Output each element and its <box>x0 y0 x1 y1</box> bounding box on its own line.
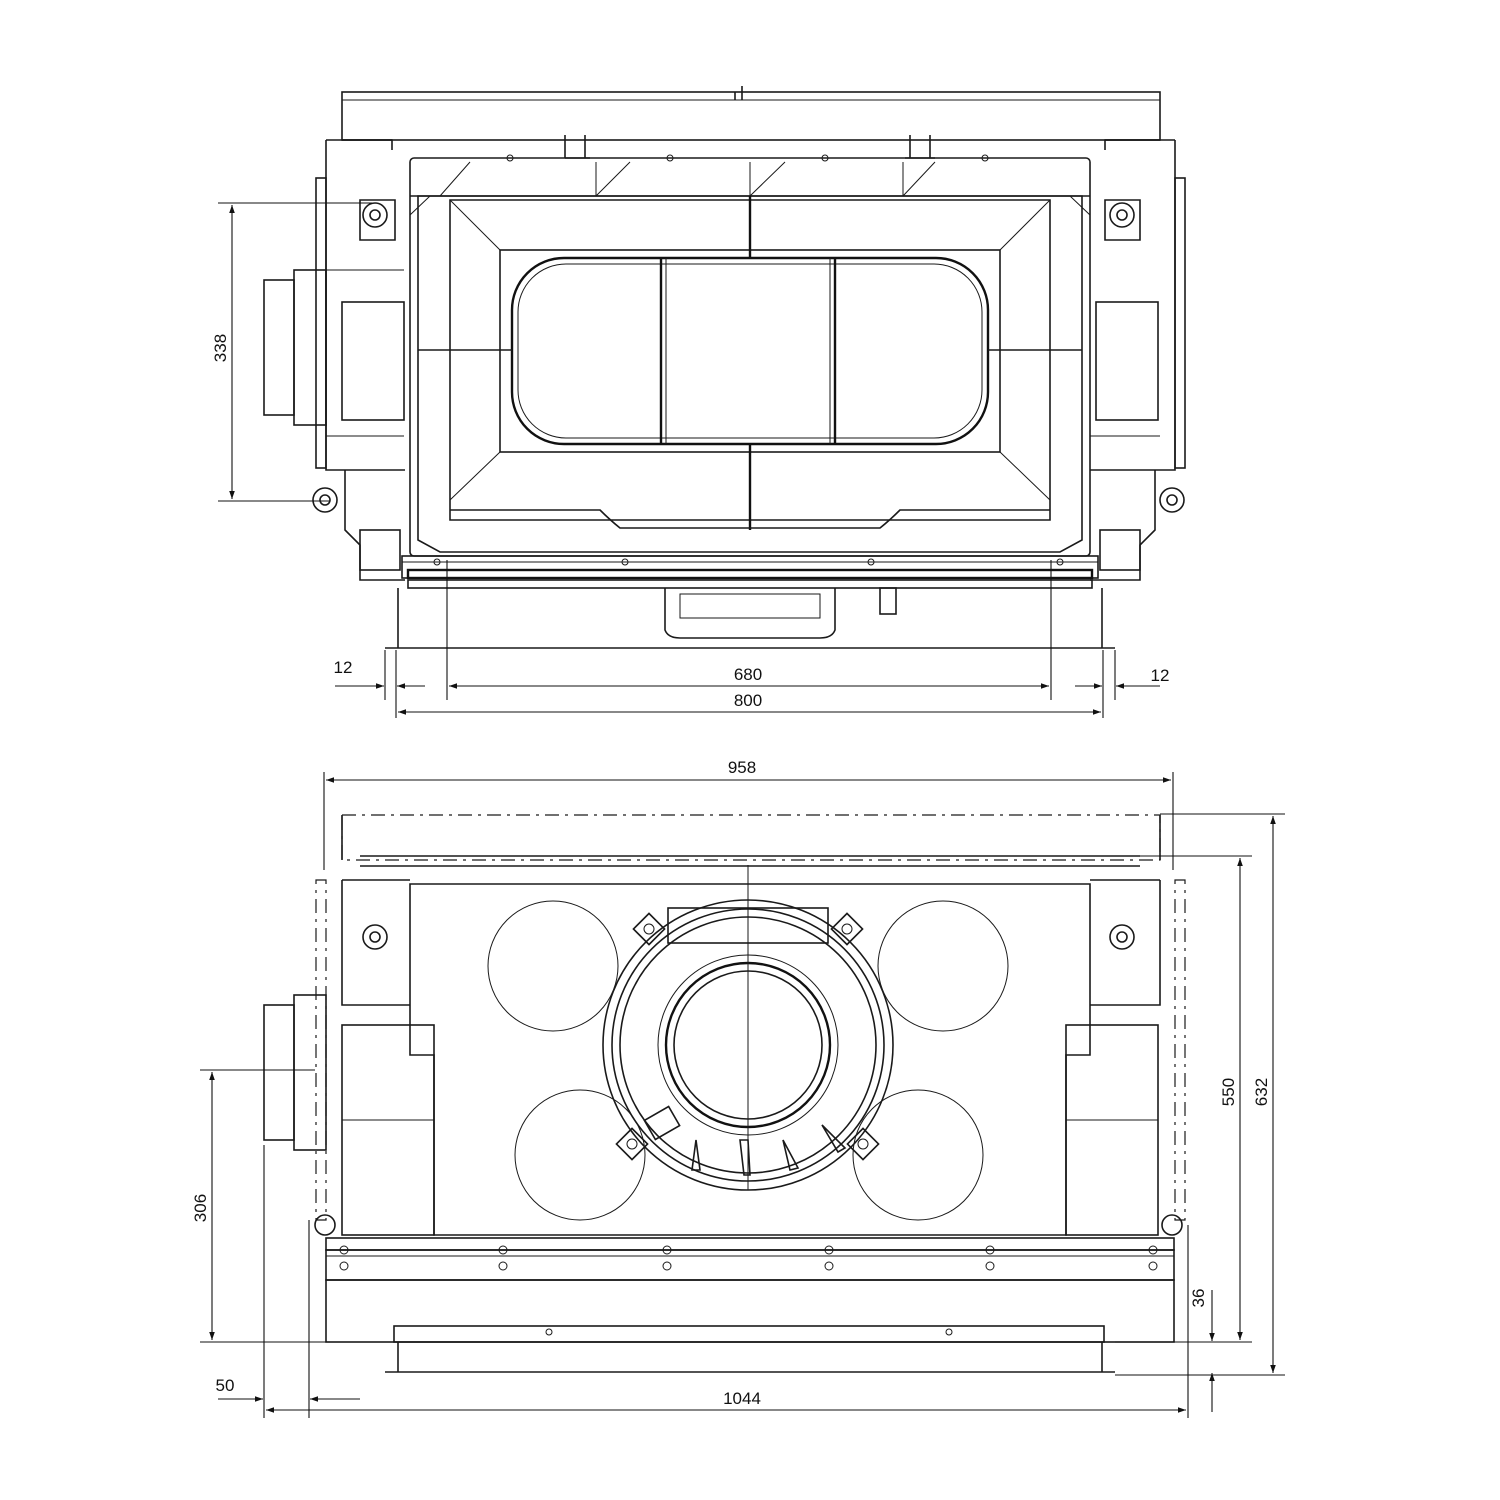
front-dimensions: 338 12 680 12 800 <box>211 202 1170 718</box>
front-view <box>263 86 1186 649</box>
dim-338-label: 338 <box>211 334 230 362</box>
dim-550-label: 550 <box>1219 1078 1238 1106</box>
front-firebox <box>409 157 1091 557</box>
dim-12-right-label: 12 <box>1151 666 1170 685</box>
dim-680-label: 680 <box>734 665 762 684</box>
dim-958-label: 958 <box>728 758 756 777</box>
plan-front-rail <box>325 1237 1175 1373</box>
plan-firebox-outline <box>409 883 1091 1236</box>
dim-1044-label: 1044 <box>723 1389 761 1408</box>
front-top-frame <box>341 86 1161 150</box>
front-brackets <box>312 135 1185 513</box>
dim-632-label: 632 <box>1252 1078 1271 1106</box>
front-lower-section <box>344 470 1156 649</box>
plan-openings <box>487 900 1009 1221</box>
plan-side-housings <box>263 879 1186 1236</box>
dim-800-label: 800 <box>734 691 762 710</box>
plan-view <box>263 814 1186 1373</box>
plan-flue-collar <box>602 865 894 1191</box>
plan-dimensions: 958 632 550 36 306 50 1044 <box>191 758 1285 1418</box>
dim-50-label: 50 <box>216 1376 235 1395</box>
dim-12-left-label: 12 <box>334 658 353 677</box>
dim-36-label: 36 <box>1189 1289 1208 1308</box>
front-side-housings <box>263 139 1186 471</box>
dim-306-label: 306 <box>191 1194 210 1222</box>
